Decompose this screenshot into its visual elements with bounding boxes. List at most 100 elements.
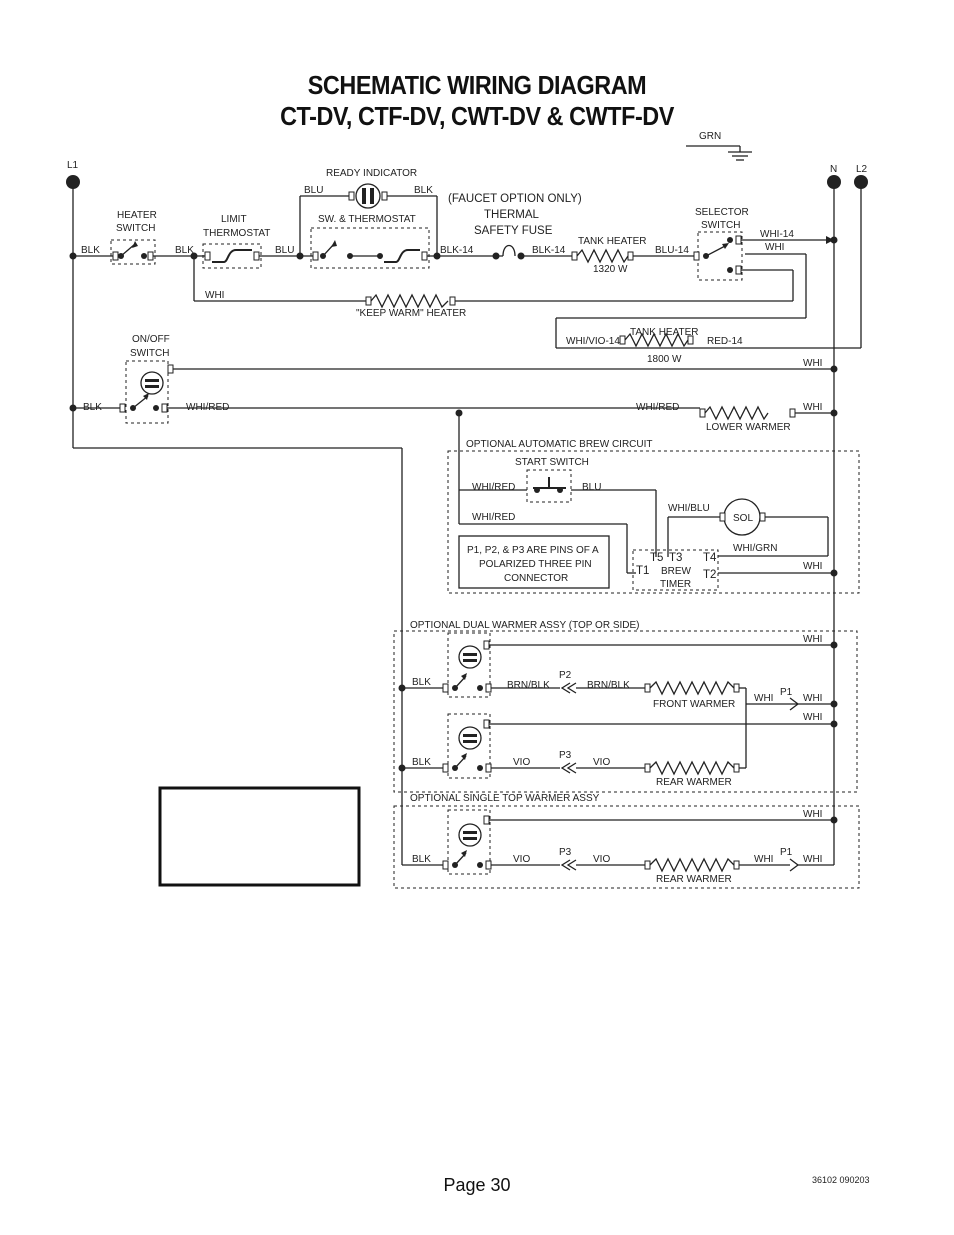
dual-warmer-label: OPTIONAL DUAL WARMER ASSY (TOP OR SIDE) bbox=[410, 620, 640, 631]
tank-heater-1800 bbox=[619, 332, 694, 348]
label-whi-keep: WHI bbox=[205, 290, 224, 301]
sol-label: SOL bbox=[733, 513, 753, 524]
label-p1-a: P1 bbox=[780, 687, 793, 698]
limit-label-1: LIMIT bbox=[221, 214, 247, 225]
sw-thermostat-label: SW. & THERMOSTAT bbox=[318, 214, 416, 225]
heater-switch-label-2: SWITCH bbox=[116, 223, 155, 234]
l2-terminal bbox=[854, 175, 868, 189]
label-t3: T3 bbox=[669, 552, 682, 564]
onoff-label-1: ON/OFF bbox=[132, 334, 170, 345]
single-warmer-assy bbox=[393, 805, 860, 889]
label-t4: T4 bbox=[703, 552, 717, 564]
diagram-title-line2: CT-DV, CTF-DV, CWT-DV & CWTF-DV bbox=[280, 101, 674, 131]
faucet-option-label: (FAUCET OPTION ONLY) bbox=[448, 193, 582, 205]
label-whi-r3: WHI bbox=[803, 561, 822, 572]
start-switch-label: START SWITCH bbox=[515, 457, 589, 468]
label-p2: P2 bbox=[559, 670, 572, 681]
pins-note-line3: CONNECTOR bbox=[504, 573, 568, 584]
power-lines bbox=[72, 182, 862, 858]
label-vio-2: VIO bbox=[593, 757, 610, 768]
label-p3-a: P3 bbox=[559, 750, 572, 761]
blank-note-box bbox=[158, 786, 361, 887]
label-blk-2: BLK bbox=[175, 245, 194, 256]
label-whi14: WHI-14 bbox=[760, 229, 794, 240]
label-whiblu: WHI/BLU bbox=[668, 503, 710, 514]
label-blu-s: BLU bbox=[582, 482, 601, 493]
label-p1-b: P1 bbox=[780, 847, 793, 858]
label-red14: RED-14 bbox=[707, 336, 743, 347]
l1-terminal bbox=[66, 175, 80, 189]
l2-label: L2 bbox=[856, 164, 868, 175]
label-vio-1: VIO bbox=[513, 757, 530, 768]
label-blk14-1: BLK-14 bbox=[440, 245, 474, 256]
selector-label-1: SELECTOR bbox=[695, 207, 749, 218]
dual-warmer-assy bbox=[393, 630, 858, 793]
onoff-label-2: SWITCH bbox=[130, 348, 169, 359]
ground-icon bbox=[686, 145, 752, 161]
label-blu-1: BLU bbox=[275, 245, 294, 256]
label-brnblk-1: BRN/BLK bbox=[507, 680, 550, 691]
onoff-circuit bbox=[69, 360, 838, 424]
l1-label: L1 bbox=[67, 160, 79, 171]
label-whi-d4: WHI bbox=[803, 712, 822, 723]
label-whi-s1: WHI bbox=[803, 809, 822, 820]
page-number: Page 30 bbox=[443, 1175, 511, 1195]
heater-circuit bbox=[69, 183, 838, 348]
label-blk-a: BLK bbox=[414, 185, 433, 196]
label-whi-r2: WHI bbox=[803, 402, 822, 413]
limit-label-2: THERMOSTAT bbox=[203, 228, 270, 239]
auto-brew-circuit bbox=[447, 413, 860, 594]
front-warmer-label: FRONT WARMER bbox=[653, 699, 735, 710]
label-whivio14: WHI/VIO-14 bbox=[566, 336, 620, 347]
rear-warmer-label-1: REAR WARMER bbox=[656, 777, 732, 788]
tank-heater-2-label: TANK HEATER bbox=[630, 327, 699, 338]
pins-note-line2: POLARIZED THREE PIN bbox=[479, 559, 592, 570]
label-brnblk-2: BRN/BLK bbox=[587, 680, 630, 691]
label-whi-d1: WHI bbox=[803, 634, 822, 645]
n-terminal bbox=[827, 175, 841, 189]
label-blk-d1: BLK bbox=[412, 677, 431, 688]
label-t2: T2 bbox=[703, 569, 716, 581]
tank-heater-1-label: TANK HEATER bbox=[578, 236, 647, 247]
label-whi-sel: WHI bbox=[765, 242, 784, 253]
document-number: 36102 090203 bbox=[812, 1175, 870, 1185]
label-whi-r1: WHI bbox=[803, 358, 822, 369]
n-label: N bbox=[830, 164, 837, 175]
label-whired-2: WHI/RED bbox=[636, 402, 679, 413]
pins-note-line1: P1, P2, & P3 ARE PINS OF A bbox=[467, 545, 599, 556]
label-whi-s2: WHI bbox=[754, 854, 773, 865]
label-blk14-2: BLK-14 bbox=[532, 245, 566, 256]
label-whi-d3: WHI bbox=[803, 693, 822, 704]
label-blk-onoff: BLK bbox=[83, 402, 102, 413]
grn-label: GRN bbox=[699, 131, 721, 142]
label-p3-b: P3 bbox=[559, 847, 572, 858]
brew-timer-label-2: TIMER bbox=[660, 579, 691, 590]
label-blk-d2: BLK bbox=[412, 757, 431, 768]
auto-brew-label: OPTIONAL AUTOMATIC BREW CIRCUIT bbox=[466, 439, 653, 450]
heater-switch-label-1: HEATER bbox=[117, 210, 157, 221]
selector-label-2: SWITCH bbox=[701, 220, 740, 231]
ready-indicator-label: READY INDICATOR bbox=[326, 168, 417, 179]
single-warmer-label: OPTIONAL SINGLE TOP WARMER ASSY bbox=[410, 793, 600, 804]
lower-warmer-label: LOWER WARMER bbox=[706, 422, 791, 433]
label-whigrn: WHI/GRN bbox=[733, 543, 777, 554]
label-whi-s3: WHI bbox=[803, 854, 822, 865]
label-whi-d2: WHI bbox=[754, 693, 773, 704]
safety-fuse-label: SAFETY FUSE bbox=[474, 225, 553, 237]
label-blu-a: BLU bbox=[304, 185, 323, 196]
rear-warmer-label-2: REAR WARMER bbox=[656, 874, 732, 885]
label-blk-1: BLK bbox=[81, 245, 100, 256]
keep-warm-label: "KEEP WARM" HEATER bbox=[356, 308, 466, 319]
tank-heater-1320-label: 1320 W bbox=[593, 264, 628, 275]
label-whired-1: WHI/RED bbox=[186, 402, 229, 413]
thermal-label: THERMAL bbox=[484, 209, 540, 221]
label-t1: T1 bbox=[636, 565, 649, 577]
label-whired-4: WHI/RED bbox=[472, 512, 515, 523]
label-vio-3: VIO bbox=[513, 854, 530, 865]
label-whired-3: WHI/RED bbox=[472, 482, 515, 493]
label-blk-s1: BLK bbox=[412, 854, 431, 865]
label-t5: T5 bbox=[650, 552, 663, 564]
tank-heater-1800-label: 1800 W bbox=[647, 354, 682, 365]
label-blu14: BLU-14 bbox=[655, 245, 689, 256]
